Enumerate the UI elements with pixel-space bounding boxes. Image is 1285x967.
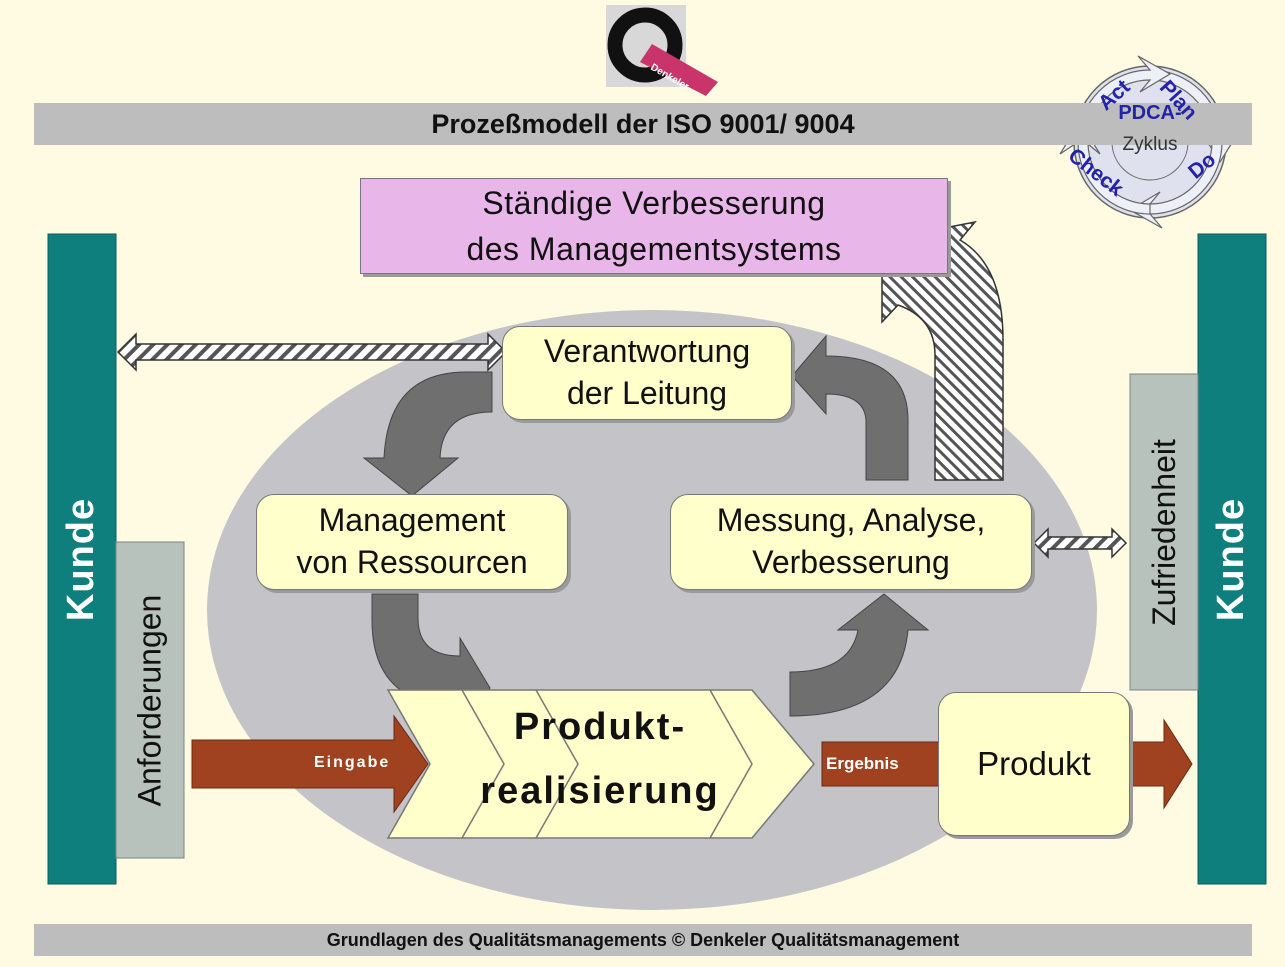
- right-communication-arrow: [1032, 527, 1128, 559]
- satisfaction-bar: [1129, 373, 1199, 691]
- arrow-responsibility-to-resources: [362, 371, 493, 497]
- realization-chevrons: [386, 689, 815, 839]
- logo-ribbon: [640, 44, 718, 96]
- left-customer-label: Kunde: [60, 497, 103, 621]
- output-label: Ergebnis: [826, 754, 899, 773]
- measurement-box: Messung, Analyse, Verbesserung: [670, 494, 1032, 590]
- measurement-line-1: Messung, Analyse,: [716, 502, 986, 539]
- page-title: Prozeßmodell der ISO 9001/ 9004: [431, 108, 855, 139]
- arrow-realization-to-measurement: [789, 593, 930, 717]
- pdca-center-top: PDCA-: [1118, 102, 1182, 124]
- responsibility-box: Verantwortung der Leitung: [502, 326, 792, 420]
- requirements-label: Anforderungen: [131, 594, 168, 806]
- right-customer-label: Kunde: [1210, 497, 1253, 621]
- product-box: Produkt: [938, 692, 1130, 836]
- left-customer-bar: [47, 233, 117, 885]
- improvement-line-2: des Managementsystems: [466, 231, 842, 267]
- resources-line-2: von Ressourcen: [296, 544, 528, 580]
- right-customer-bar: [1197, 233, 1267, 885]
- input-arrow: [191, 714, 429, 814]
- resources-box: Management von Ressourcen: [256, 494, 568, 590]
- realization-line-1: Produkt-: [513, 706, 687, 748]
- product-label: Produkt: [977, 744, 1091, 782]
- arrow-measurement-to-responsibility: [791, 334, 909, 481]
- requirements-bar: [115, 541, 185, 859]
- product-arrow: [1129, 718, 1193, 810]
- improvement-box: Ständige Verbesserung des Managementsyst…: [360, 178, 948, 274]
- header-band: Prozeßmodell der ISO 9001/ 9004: [34, 103, 1252, 145]
- pdca-center-bottom: Zyklus: [1122, 134, 1178, 155]
- responsibility-line-1: Verantwortung: [543, 333, 751, 370]
- footer-band: Grundlagen des Qualitätsmanagements © De…: [34, 924, 1252, 956]
- input-label: Eingabe: [314, 754, 391, 771]
- improvement-arrow: [881, 220, 1004, 481]
- measurement-line-2: Verbesserung: [752, 544, 950, 580]
- responsibility-line-2: der Leitung: [566, 375, 728, 411]
- improvement-line-1: Ständige Verbesserung: [482, 184, 826, 221]
- resources-line-1: Management: [318, 502, 506, 539]
- satisfaction-label: Zufriedenheit: [1145, 438, 1182, 626]
- logo-ring: [607, 7, 683, 83]
- realization-line-2: realisierung: [480, 770, 720, 812]
- footer-text: Grundlagen des Qualitätsmanagements © De…: [326, 929, 960, 950]
